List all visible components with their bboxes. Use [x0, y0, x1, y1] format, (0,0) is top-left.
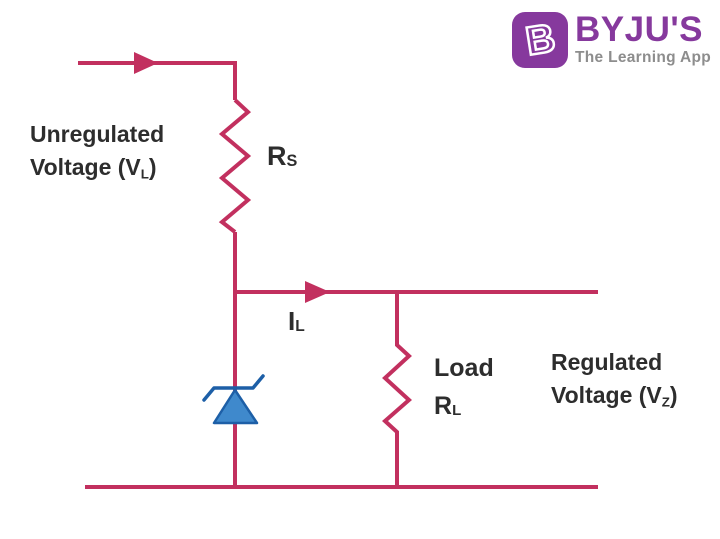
unregulated-voltage-label: Unregulated Voltage (VL): [30, 118, 164, 191]
byjus-logo-text: BYJU'S The Learning App: [575, 12, 711, 67]
load-line2: RL: [434, 392, 462, 420]
load-resistor-label: Load RL: [434, 349, 494, 430]
load-resistor-branch: [382, 292, 412, 487]
load-line1: Load: [434, 354, 494, 382]
zener-diode-icon: [202, 374, 265, 425]
zener-anode-triangle: [212, 388, 259, 425]
series-resistor-symbol: [218, 98, 252, 234]
load-current-arrow-icon: [305, 281, 330, 303]
byjus-logo: B BYJU'S The Learning App: [512, 12, 711, 68]
input-wire: [78, 61, 237, 100]
regulated-voltage-label: Regulated Voltage (VZ): [551, 346, 678, 419]
regulated-line2: Voltage (VZ): [551, 382, 678, 410]
unregulated-line2: Voltage (VL): [30, 154, 157, 182]
byjus-tagline: The Learning App: [575, 49, 711, 66]
zener-cathode-bar: [202, 374, 265, 402]
regulated-line1: Regulated: [551, 349, 663, 375]
input-current-arrow-icon: [134, 52, 158, 74]
series-resistor-label: RS: [267, 141, 298, 171]
byjus-brand-name: BYJU'S: [575, 10, 704, 49]
byjus-badge-letter: B: [521, 15, 559, 65]
byjus-logo-badge-icon: B: [512, 12, 568, 68]
load-current-label: IL: [288, 306, 305, 336]
unregulated-line1: Unregulated: [30, 121, 165, 147]
